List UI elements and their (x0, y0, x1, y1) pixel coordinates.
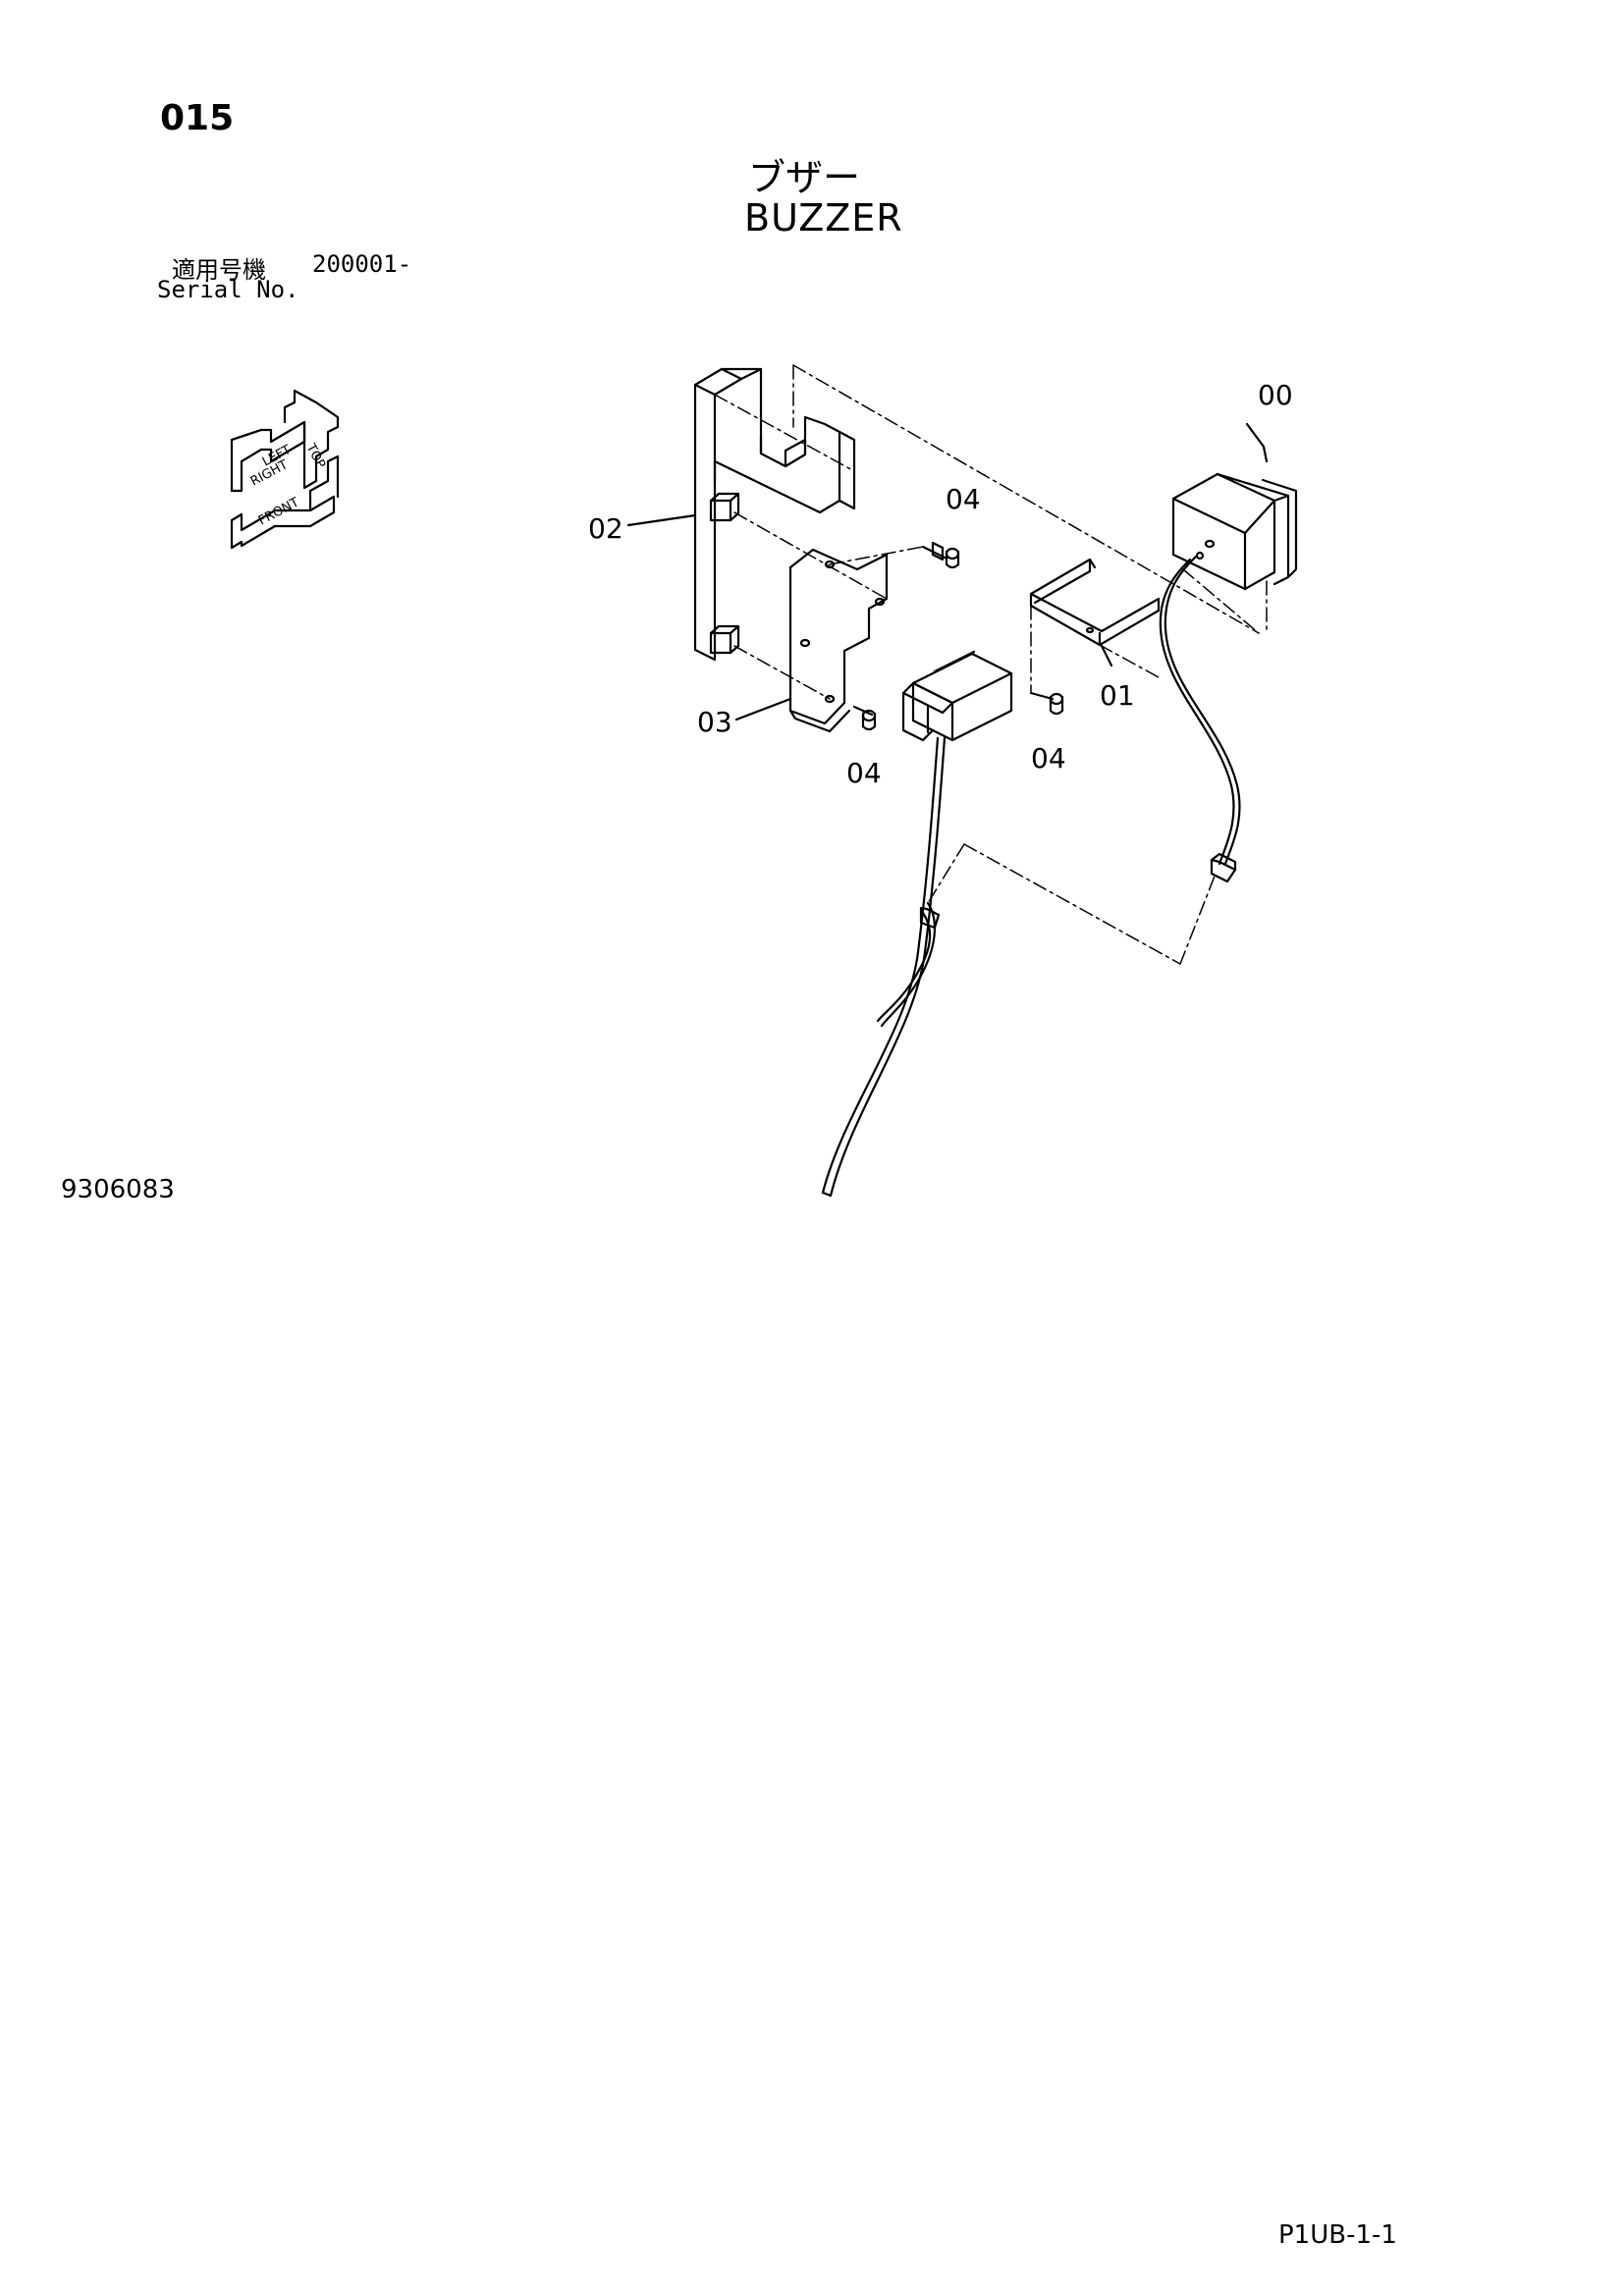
page-code: P1UB-1-1 (1278, 2220, 1397, 2250)
callout-01: 01 (1100, 679, 1135, 712)
serial-label-english: Serial No. (157, 276, 299, 303)
bolt-part-04-lower-left (852, 705, 877, 731)
page-number: 015 (160, 98, 235, 138)
wire-harness (821, 736, 940, 1195)
callout-04-lower-left: 04 (846, 757, 882, 789)
harness-connector (919, 906, 941, 930)
orientation-top-label: TOP (302, 441, 328, 471)
bolt-part-04-upper (921, 541, 960, 569)
bolt-part-04-lower-right (1029, 691, 1064, 716)
page-title-english: BUZZER (744, 196, 903, 240)
page-title-japanese: ブザー (748, 156, 861, 199)
callout-04-upper: 04 (946, 483, 981, 515)
mount-bracket-part-01 (1029, 558, 1161, 647)
serial-label-japanese: 適用号機 (172, 256, 266, 284)
drawing-number: 9306083 (61, 1175, 175, 1204)
callout-04-lower-right: 04 (1031, 742, 1066, 774)
assembly-reference-lines (714, 364, 1268, 965)
callout-00: 00 (1258, 379, 1293, 411)
alarm-unit-body (901, 650, 1013, 742)
callout-02: 02 (588, 512, 623, 545)
buzzer-part-00 (1171, 472, 1298, 591)
buzzer-wire-connector (1210, 858, 1237, 883)
callout-leader-02 (626, 513, 697, 527)
callout-leader-01 (1100, 644, 1113, 667)
orientation-indicator-icon: LEFT RIGHT FRONT TOP (230, 389, 340, 550)
serial-number-value: 200001- (312, 250, 412, 278)
callout-03: 03 (697, 706, 732, 738)
orientation-front-label: FRONT (256, 495, 301, 528)
buzzer-lead-wire (1164, 555, 1241, 866)
plate-bracket-part-03 (788, 548, 889, 733)
channel-bracket-part-02 (693, 367, 856, 662)
callout-leader-00 (1245, 422, 1269, 463)
callout-leader-03 (734, 697, 792, 721)
